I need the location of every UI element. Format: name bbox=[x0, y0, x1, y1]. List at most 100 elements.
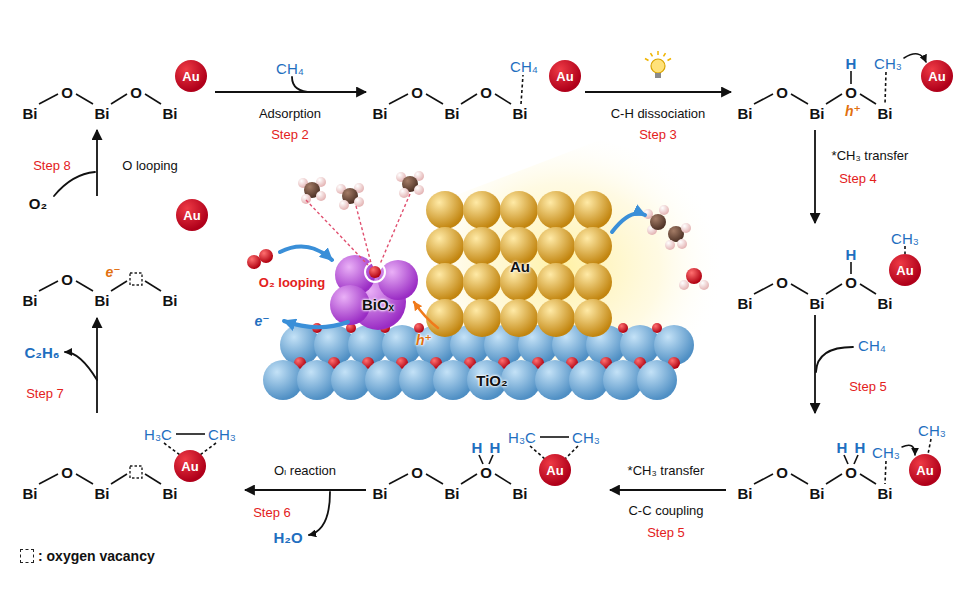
gold-site: Au bbox=[549, 60, 581, 92]
step-description: O looping bbox=[122, 159, 178, 172]
adsorption-bond bbox=[380, 194, 410, 264]
chemical-bond bbox=[754, 474, 773, 484]
h-atom bbox=[665, 240, 675, 250]
h-atom bbox=[316, 191, 326, 201]
step-description: C-C coupling bbox=[628, 504, 703, 517]
chemical-bond bbox=[844, 455, 848, 464]
atom-symbol: O bbox=[845, 85, 857, 100]
material-label: TiO₂ bbox=[476, 373, 507, 388]
au-atom bbox=[574, 299, 612, 337]
charge-carrier: h⁺ bbox=[845, 104, 861, 118]
step-arrow bbox=[814, 315, 816, 413]
reactant-inlet bbox=[816, 347, 853, 372]
hydrogen-atom: H bbox=[846, 56, 857, 71]
chemical-bond bbox=[76, 474, 93, 484]
chemical-bond bbox=[791, 284, 808, 294]
au-atom bbox=[537, 191, 575, 229]
hydrogen-atom: H bbox=[846, 247, 857, 262]
chemical-bond bbox=[791, 94, 808, 104]
o-atom bbox=[652, 323, 662, 333]
chemical-bond bbox=[540, 436, 569, 438]
chemical-bond bbox=[791, 474, 808, 484]
atom-symbol: O bbox=[845, 465, 857, 480]
chemical-bond bbox=[461, 94, 477, 104]
step-number: Step 2 bbox=[271, 128, 309, 141]
atom-symbol: Bi bbox=[163, 106, 178, 121]
atom-symbol: Au bbox=[181, 460, 198, 473]
au-atom bbox=[574, 191, 612, 229]
material-label: O₂ bbox=[29, 196, 47, 211]
adsorption-bond bbox=[356, 206, 371, 263]
charge-carrier: e⁻ bbox=[105, 265, 120, 279]
adsorption-bond bbox=[885, 72, 886, 104]
ti-atom bbox=[637, 360, 677, 400]
charge-carrier: h⁺ bbox=[416, 333, 432, 347]
atom-symbol: Bi bbox=[95, 486, 110, 501]
adsorption-bond bbox=[565, 446, 578, 459]
atom-symbol: O bbox=[130, 85, 142, 100]
gold-site: Au bbox=[921, 60, 953, 92]
au-atom bbox=[426, 227, 464, 265]
ti-atom bbox=[467, 360, 507, 400]
legend-swatch bbox=[20, 549, 34, 563]
adsorbate-formula: CH₃ bbox=[918, 423, 946, 438]
au-atom bbox=[463, 191, 501, 229]
atom-symbol: Bi bbox=[373, 106, 388, 121]
atom-symbol: Au bbox=[896, 264, 913, 277]
o-atom bbox=[618, 323, 628, 333]
chemical-bond bbox=[489, 455, 493, 464]
gold-site: Au bbox=[176, 199, 208, 231]
chemical-bond bbox=[860, 284, 876, 294]
adsorbate-formula: CH₃ bbox=[891, 231, 919, 246]
atom-symbol: O bbox=[776, 465, 788, 480]
atom-symbol: O bbox=[776, 275, 788, 290]
step-number: Step 4 bbox=[839, 172, 877, 185]
au-atom bbox=[426, 299, 464, 337]
atom-symbol: Bi bbox=[738, 486, 753, 501]
product-outlet bbox=[65, 352, 97, 380]
atom-symbol: Bi bbox=[23, 293, 38, 308]
atom-symbol: Bi bbox=[163, 486, 178, 501]
material-label: BiOₓ bbox=[362, 297, 394, 312]
adsorbate-formula: H₃C bbox=[508, 430, 536, 445]
atom-symbol: Bi bbox=[513, 106, 528, 121]
methyl-transfer-arrow bbox=[902, 445, 915, 455]
step-description: Adsorption bbox=[259, 107, 321, 120]
legend-text: : oxygen vacancy bbox=[38, 549, 155, 563]
chemical-bond bbox=[39, 94, 58, 104]
catalyst-state: BiOBiOBiHCH₃Au bbox=[733, 225, 933, 313]
adsorption-bond bbox=[521, 75, 523, 104]
chemical-bond bbox=[854, 455, 858, 464]
catalyst-state: BiOBiOBiHHCH₃CH₃Au bbox=[728, 415, 953, 505]
c-atom bbox=[650, 214, 666, 230]
light-ray bbox=[657, 51, 659, 55]
catalyst-state: BiOBiOBiAu bbox=[18, 56, 213, 128]
chemical-bond bbox=[111, 94, 127, 104]
au-atom bbox=[537, 263, 575, 301]
atom-symbol: O bbox=[61, 272, 73, 287]
catalyst-state: BiOBiBie⁻Au bbox=[18, 198, 218, 316]
step-number: Step 5 bbox=[647, 526, 685, 539]
chemical-bond bbox=[426, 474, 443, 484]
o-atom bbox=[414, 323, 424, 333]
atom-symbol: O bbox=[61, 465, 73, 480]
atom-symbol: Bi bbox=[738, 106, 753, 121]
step-number: Step 6 bbox=[253, 506, 291, 519]
process-label: O₂ looping bbox=[259, 276, 325, 289]
chemical-bond bbox=[860, 94, 876, 104]
atom-symbol: Au bbox=[182, 70, 199, 83]
chemical-bond bbox=[826, 94, 842, 104]
catalyst-state: BiOBiOBiHCH₃h⁺Au bbox=[733, 50, 955, 128]
adsorbate-formula: CH₃ bbox=[208, 427, 236, 442]
step-number: Step 8 bbox=[33, 159, 71, 172]
atom-symbol: Bi bbox=[95, 293, 110, 308]
oxygen-flow-arrow bbox=[280, 247, 332, 260]
atom-symbol: O bbox=[61, 85, 73, 100]
au-atom bbox=[426, 191, 464, 229]
adsorption-bond bbox=[200, 443, 216, 455]
chemical-bond bbox=[495, 94, 511, 104]
step-description: C-H dissociation bbox=[611, 107, 706, 120]
chemical-bond bbox=[389, 94, 408, 104]
